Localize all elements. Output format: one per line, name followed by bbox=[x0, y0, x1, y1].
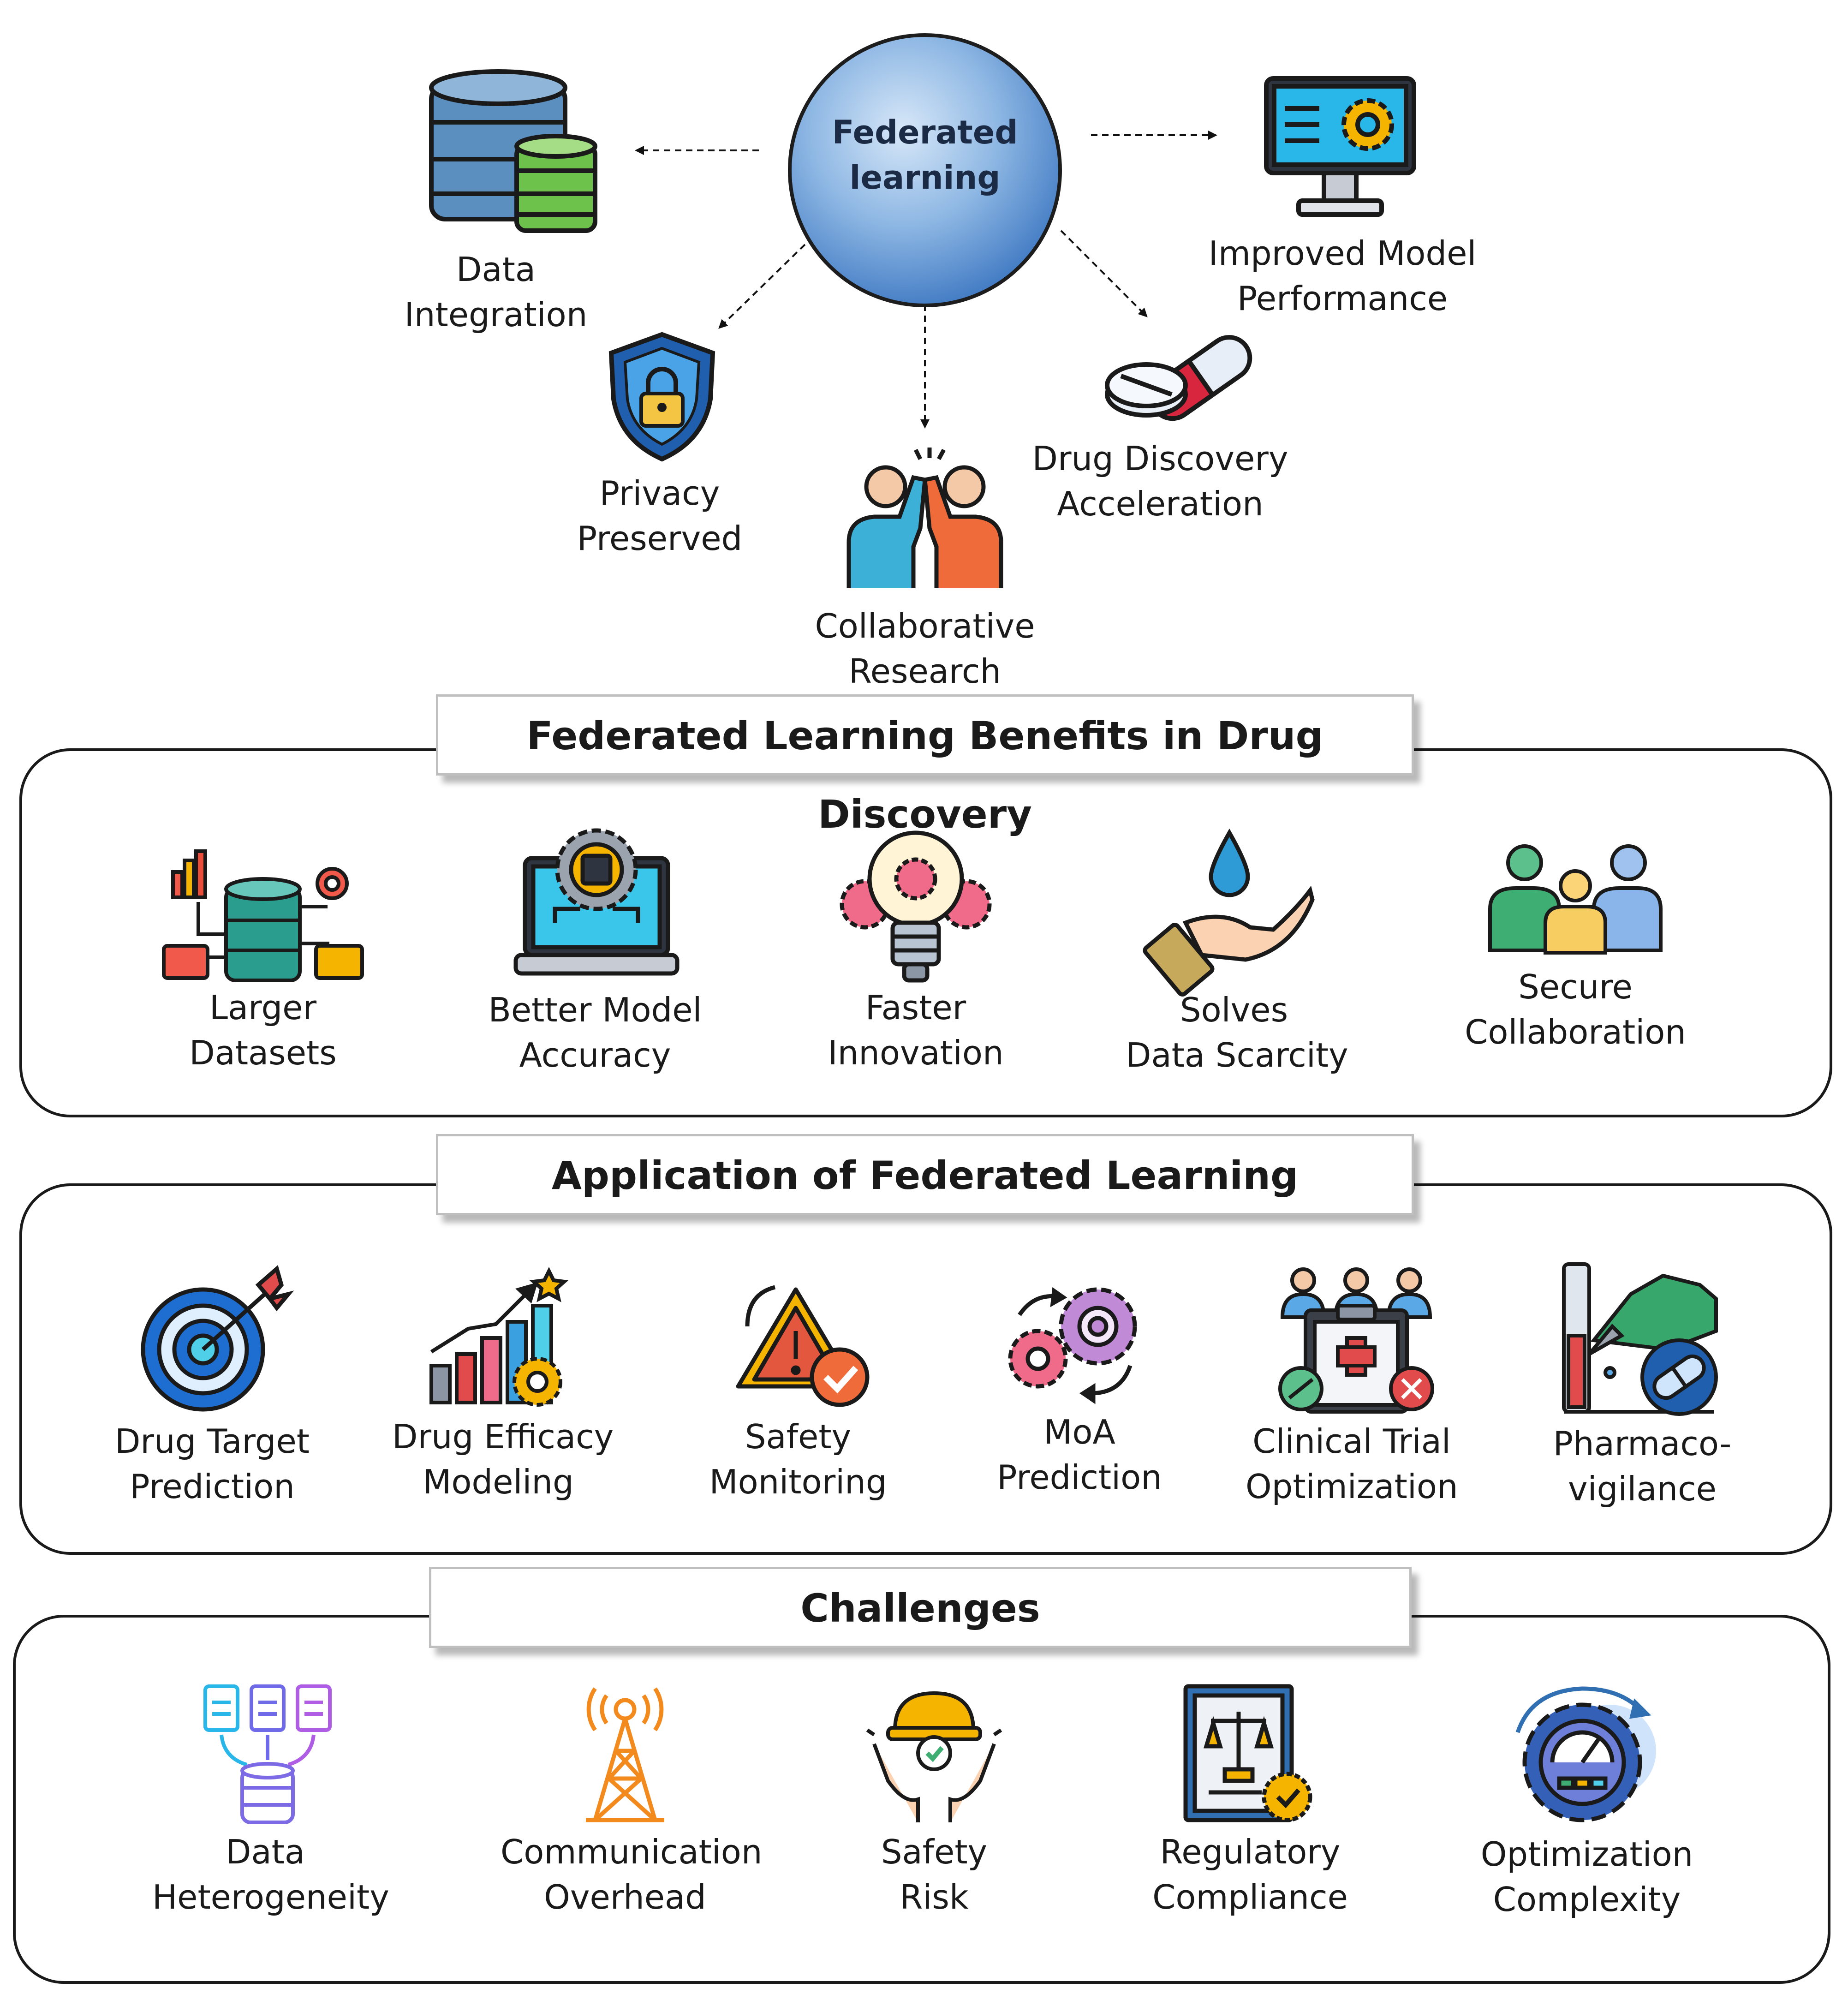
applications-title: Application of Federated Learning bbox=[436, 1134, 1414, 1215]
hub-title-line2: learning bbox=[849, 159, 1001, 197]
lightbulb-gears-icon bbox=[840, 830, 992, 983]
federated-learning-hub: Federated learning bbox=[788, 33, 1062, 307]
shield-lock-icon bbox=[608, 332, 715, 462]
hub-title-line1: Federated bbox=[832, 113, 1018, 151]
hardhat-hands-icon bbox=[866, 1691, 1002, 1822]
benefits-title: Federated Learning Benefits in Drug Disc… bbox=[436, 694, 1414, 837]
gear-gauge-icon bbox=[1515, 1686, 1656, 1822]
clipboard-team-icon bbox=[1278, 1267, 1434, 1414]
documents-database-icon bbox=[203, 1684, 332, 1824]
antenna-tower-icon bbox=[586, 1687, 664, 1822]
challenges-title: Challenges bbox=[429, 1567, 1412, 1648]
high-five-icon bbox=[847, 448, 1003, 588]
hand-drop-icon bbox=[1143, 828, 1315, 997]
certificate-scales-icon bbox=[1183, 1684, 1312, 1822]
people-group-icon bbox=[1488, 844, 1663, 955]
laptop-chip-icon bbox=[513, 828, 680, 976]
warning-check-icon bbox=[736, 1285, 870, 1407]
gears-cycle-icon bbox=[1008, 1287, 1137, 1404]
arrow-to-drug-discovery bbox=[1060, 230, 1148, 317]
monitor-gear-icon bbox=[1264, 76, 1416, 217]
app-pharmacovigilance-label: Pharmaco-vigilance bbox=[1553, 1424, 1732, 1508]
pill-icon bbox=[1105, 335, 1252, 421]
applications-panel bbox=[19, 1183, 1832, 1555]
growth-chart-icon bbox=[429, 1267, 569, 1407]
lab-hand-pill-icon bbox=[1562, 1262, 1718, 1416]
target-icon bbox=[141, 1265, 294, 1412]
arrow-to-privacy bbox=[718, 244, 806, 329]
database-icon bbox=[429, 69, 597, 233]
server-network-icon bbox=[162, 849, 364, 982]
